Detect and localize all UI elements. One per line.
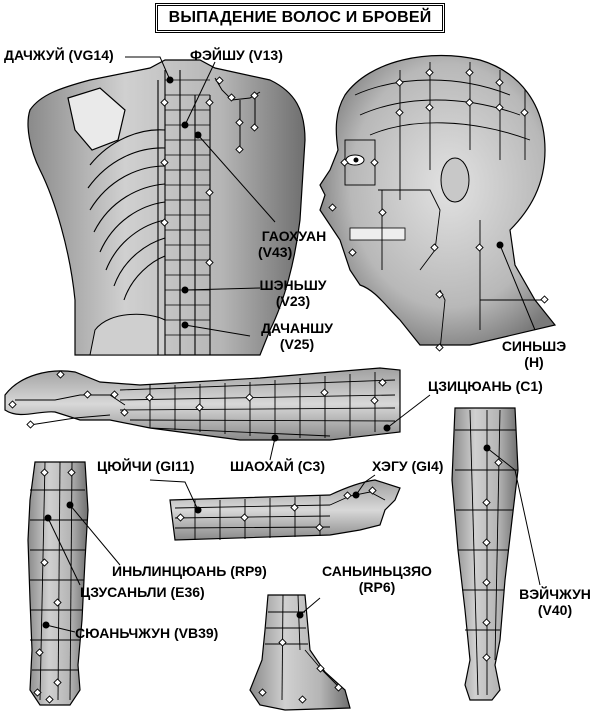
back-point-markers xyxy=(160,76,259,267)
label-shenshu-code: (V23) xyxy=(275,293,311,309)
label-shenshu-name: ШЭНЬШУ xyxy=(259,277,327,293)
arm-grid xyxy=(15,372,396,438)
label-xuanzhong-code: (VB39) xyxy=(173,625,219,641)
arm-leader-lines xyxy=(269,394,431,461)
label-weizhong-name: ВЭЙЧЖУН xyxy=(519,586,591,602)
label-yinlingquan: ИНЬЛИНЦЮАНЬ (RP9) xyxy=(112,563,267,579)
label-xuanzhong: СЮАНЬЧЖУН (VB39) xyxy=(75,625,218,641)
right-leg-figure xyxy=(451,407,541,701)
head-point-markers xyxy=(328,68,549,352)
label-hegu-name: ХЭГУ xyxy=(372,458,408,474)
label-dachangshu: ДАЧАНШУ (V25) xyxy=(254,320,340,352)
label-shenshu: ШЭНЬШУ (V23) xyxy=(252,277,334,309)
left-leg-leader-lines xyxy=(45,504,121,633)
label-weizhong-code: (V40) xyxy=(537,602,573,618)
label-sanyinjiao: САНЬИНЬЦЗЯО (RP6) xyxy=(312,563,442,595)
label-shaohai: ШАОХАЙ (C3) xyxy=(230,458,325,474)
left-leg-grid xyxy=(30,461,87,701)
scapula xyxy=(67,87,126,151)
label-yinlingquan-code: (RP9) xyxy=(230,563,267,579)
label-feishu: ФЭЙШУ (V13) xyxy=(190,47,283,63)
label-sanyinjiao-name: САНЬИНЬЦЗЯО xyxy=(322,563,432,579)
label-xinshe: СИНЬШЭ (H) xyxy=(494,338,574,370)
arm-silhouette xyxy=(4,367,401,441)
label-quchi-name: ЦЮЙЧИ xyxy=(97,458,152,474)
label-dazhui: ДАЧЖУЙ (VG14) xyxy=(4,47,114,63)
right-leg-leader-lines xyxy=(486,447,541,586)
head-silhouette xyxy=(319,54,557,346)
label-quchi-code: (GI11) xyxy=(155,458,195,474)
foot-point-markers xyxy=(258,638,343,704)
label-dazhui-code: (VG14) xyxy=(68,47,114,63)
forearm-figure xyxy=(149,474,401,541)
label-zusanli: ЦЗУСАНЬЛИ (E36) xyxy=(80,584,205,600)
label-shaohai-code: (C3) xyxy=(297,458,325,474)
label-weizhong: ВЭЙЧЖУН (V40) xyxy=(512,586,598,618)
foot-silhouette xyxy=(249,594,351,711)
forearm-leader-lines xyxy=(149,474,376,511)
label-quchi: ЦЮЙЧИ (GI11) xyxy=(97,458,194,474)
label-hegu-code: (GI4) xyxy=(411,458,444,474)
title-frame: ВЫПАДЕНИЕ ВОЛОС И БРОВЕЙ xyxy=(155,3,445,33)
right-leg-silhouette xyxy=(451,407,519,701)
label-jiquan-code: (C1) xyxy=(515,378,543,394)
label-yinlingquan-name: ИНЬЛИНЦЮАНЬ xyxy=(112,563,227,579)
label-dazhui-name: ДАЧЖУЙ xyxy=(4,47,65,63)
forearm-grid xyxy=(174,491,386,540)
label-dachangshu-code: (V25) xyxy=(279,336,315,352)
label-zusanli-code: (E36) xyxy=(170,584,205,600)
label-xinshe-name: СИНЬШЭ xyxy=(501,338,567,354)
arm-figure xyxy=(4,367,431,461)
label-gaohuang-name: ГАОХУАН xyxy=(261,228,327,244)
page-title: ВЫПАДЕНИЕ ВОЛОС И БРОВЕЙ xyxy=(168,9,432,26)
label-xinshe-code: (H) xyxy=(524,354,544,370)
left-leg-silhouette xyxy=(27,461,89,706)
foot-leader-lines xyxy=(299,597,321,616)
label-feishu-name: ФЭЙШУ xyxy=(190,47,245,63)
ear xyxy=(440,157,470,203)
label-gaohuang: ГАОХУАН (V43) xyxy=(250,228,338,260)
label-jiquan: ЦЗИЦЮАНЬ (C1) xyxy=(428,378,543,394)
arm-point-markers xyxy=(8,370,387,429)
ribs xyxy=(87,129,166,301)
head-leader-lines xyxy=(499,244,536,331)
label-hegu: ХЭГУ (GI4) xyxy=(372,458,443,474)
foot-figure xyxy=(249,594,351,711)
label-dachangshu-name: ДАЧАНШУ xyxy=(261,320,333,336)
label-xuanzhong-name: СЮАНЬЧЖУН xyxy=(75,625,171,641)
spine xyxy=(157,70,211,355)
label-sanyinjiao-code: (RP6) xyxy=(358,579,396,595)
forearm-silhouette xyxy=(169,479,401,541)
head-figure xyxy=(319,54,557,352)
left-leg-figure xyxy=(27,461,121,706)
right-leg-grid xyxy=(455,409,518,696)
label-zusanli-name: ЦЗУСАНЬЛИ xyxy=(80,584,167,600)
label-jiquan-name: ЦЗИЦЮАНЬ xyxy=(428,378,512,394)
left-leg-point-markers xyxy=(33,468,76,704)
right-leg-point-markers xyxy=(482,458,503,662)
back-leader-lines xyxy=(125,56,276,337)
label-gaohuang-code: (V43) xyxy=(258,244,293,260)
label-shaohai-name: ШАОХАЙ xyxy=(230,458,294,474)
label-feishu-code: (V13) xyxy=(248,47,283,63)
forearm-point-markers xyxy=(176,486,377,532)
back-figure xyxy=(27,56,306,356)
